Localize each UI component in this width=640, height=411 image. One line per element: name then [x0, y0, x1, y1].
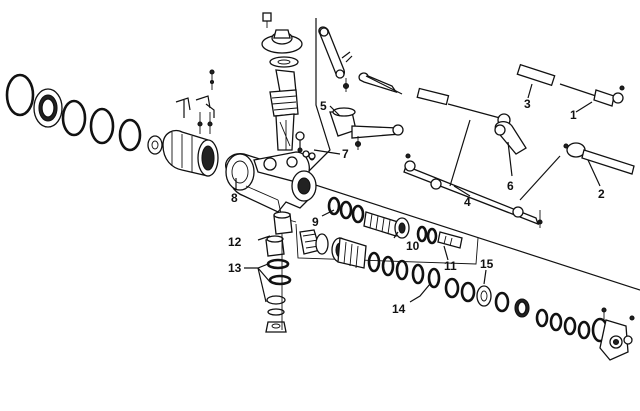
adjuster-plug-assembly — [162, 69, 219, 177]
lower-shaft-stack — [265, 211, 293, 333]
seal-ring-1 — [5, 73, 35, 117]
seal-ring-4 — [89, 107, 115, 145]
callout-3: 3 — [524, 97, 531, 111]
callout-8: 8 — [231, 191, 238, 205]
callout-7: 7 — [342, 147, 349, 161]
callout-2: 2 — [598, 187, 605, 201]
left-ring-set — [5, 73, 163, 155]
callout-6: 6 — [507, 179, 514, 193]
pitman-arm — [318, 26, 353, 92]
sector-cover-assembly — [261, 12, 316, 160]
callout-4: 4 — [464, 195, 471, 209]
callout-1: 1 — [570, 108, 577, 122]
callout-10: 10 — [406, 239, 420, 253]
idler-arm — [329, 107, 404, 150]
gear-housing — [225, 147, 317, 223]
callout-9: 9 — [312, 215, 319, 229]
valve-ring-series — [299, 229, 591, 340]
callout-12: 12 — [228, 235, 242, 249]
callout-13: 13 — [228, 261, 242, 275]
bearing-cup — [147, 135, 163, 155]
seal-ring-3 — [61, 99, 87, 137]
callout-5: 5 — [320, 99, 327, 113]
callout-11: 11 — [444, 259, 457, 273]
callout-labels: 1 2 3 4 5 6 7 8 9 10 11 12 13 14 15 — [228, 97, 605, 316]
callout-15: 15 — [480, 257, 494, 271]
leader-lines — [235, 83, 601, 303]
seal-ring-5 — [118, 118, 142, 152]
end-cover-assembly — [591, 307, 635, 361]
callout-14: 14 — [392, 302, 406, 316]
tie-rod-set — [494, 63, 635, 201]
